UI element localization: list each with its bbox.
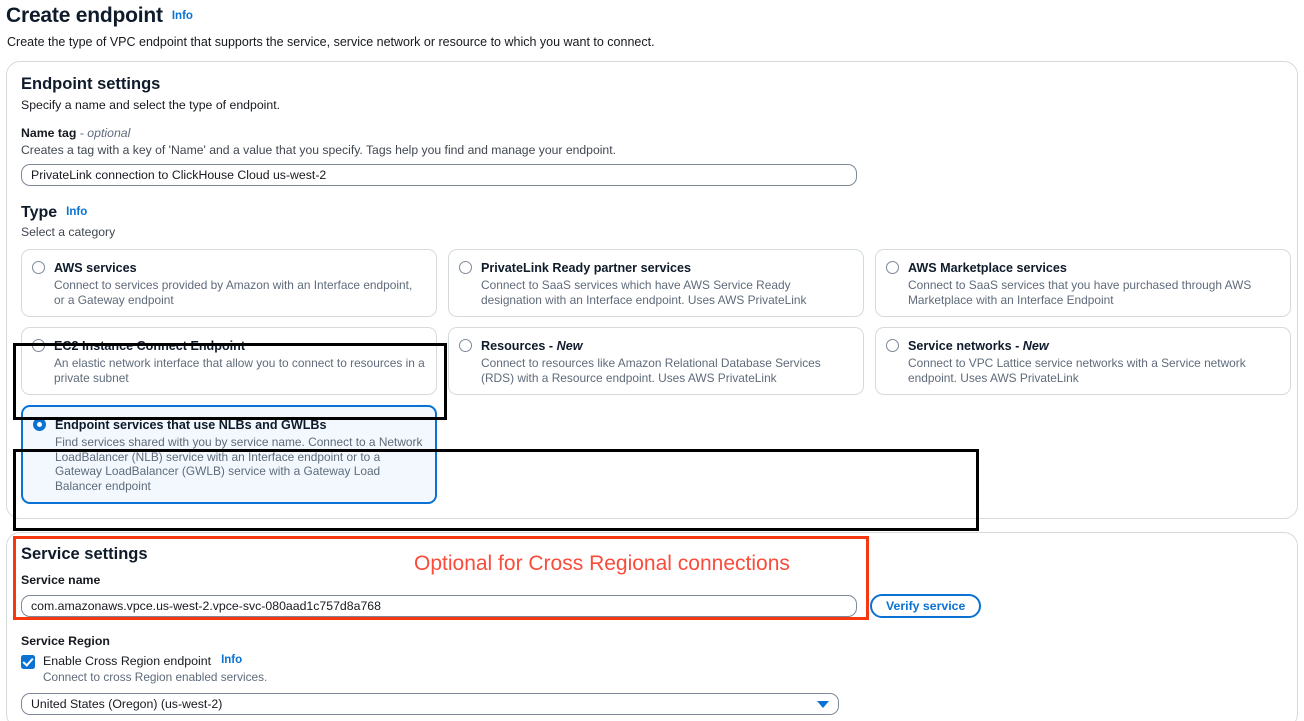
- radio-icon[interactable]: [886, 339, 899, 352]
- enable-cross-region-hint: Connect to cross Region enabled services…: [43, 670, 268, 684]
- type-option-description: Connect to SaaS services that you have p…: [908, 278, 1252, 307]
- type-option-description: Connect to VPC Lattice service networks …: [908, 356, 1246, 385]
- service-name-row: com.amazonaws.vpce.us-west-2.vpce-svc-08…: [21, 594, 1283, 618]
- service-name-input-value: com.amazonaws.vpce.us-west-2.vpce-svc-08…: [31, 599, 381, 613]
- name-tag-optional-text: - optional: [79, 126, 131, 140]
- service-region-select[interactable]: United States (Oregon) (us-west-2): [21, 693, 839, 715]
- radio-icon[interactable]: [459, 339, 472, 352]
- type-option-description: Connect to SaaS services which have AWS …: [481, 278, 807, 307]
- type-option-title: EC2 Instance Connect Endpoint: [54, 339, 246, 353]
- verify-service-button[interactable]: Verify service: [870, 594, 982, 618]
- type-option-ec2-instance-connect-endpoint[interactable]: EC2 Instance Connect Endpoint An elastic…: [21, 327, 437, 395]
- page-title: Create endpoint: [6, 4, 163, 27]
- type-info-link[interactable]: Info: [66, 206, 88, 218]
- type-option-title: PrivateLink Ready partner services: [481, 261, 692, 275]
- radio-icon[interactable]: [32, 261, 45, 274]
- name-tag-input[interactable]: PrivateLink connection to ClickHouse Clo…: [21, 164, 857, 186]
- service-settings-card: Service settings Service name com.amazon…: [6, 532, 1298, 721]
- type-option-description: An elastic network interface that allow …: [54, 356, 425, 385]
- type-option-service-networks[interactable]: Service networks - New Connect to VPC La…: [875, 327, 1291, 395]
- radio-icon-selected[interactable]: [33, 418, 46, 431]
- service-region-group: Service Region Enable Cross Region endpo…: [21, 634, 1283, 715]
- page-description: Create the type of VPC endpoint that sup…: [7, 35, 655, 49]
- enable-cross-region-checkbox[interactable]: [21, 655, 35, 669]
- type-option-title: Resources - New: [481, 339, 583, 353]
- type-option-privatelink-ready-partner-services[interactable]: PrivateLink Ready partner services Conne…: [448, 249, 864, 317]
- name-tag-label-text: Name tag: [21, 126, 77, 140]
- type-option-title: Endpoint services that use NLBs and GWLB…: [55, 418, 327, 432]
- radio-icon[interactable]: [886, 261, 899, 274]
- type-option-title: AWS Marketplace services: [908, 261, 1067, 275]
- service-region-label: Service Region: [21, 634, 110, 648]
- type-option-title: Service networks - New: [908, 339, 1049, 353]
- chevron-down-icon[interactable]: [817, 700, 829, 708]
- type-option-endpoint-services-nlb-gwlb[interactable]: Endpoint services that use NLBs and GWLB…: [21, 405, 437, 504]
- page-header: Create endpoint Info Create the type of V…: [0, 0, 1304, 49]
- type-radio-grid: AWS services Connect to services provide…: [21, 249, 1291, 504]
- service-settings-title: Service settings: [21, 545, 148, 563]
- endpoint-settings-card: Endpoint settings Specify a name and sel…: [6, 61, 1298, 519]
- page-title-info-link[interactable]: Info: [171, 10, 193, 22]
- service-name-label: Service name: [21, 573, 101, 587]
- endpoint-settings-title: Endpoint settings: [21, 75, 161, 93]
- service-name-input[interactable]: com.amazonaws.vpce.us-west-2.vpce-svc-08…: [21, 595, 857, 617]
- type-option-description: Find services shared with you by service…: [55, 435, 423, 493]
- type-label: Type: [21, 204, 58, 221]
- enable-cross-region-info-link[interactable]: Info: [221, 654, 243, 666]
- type-option-aws-services[interactable]: AWS services Connect to services provide…: [21, 249, 437, 317]
- name-tag-hint: Creates a tag with a key of 'Name' and a…: [21, 143, 616, 157]
- type-description: Select a category: [21, 225, 116, 239]
- radio-icon[interactable]: [32, 339, 45, 352]
- enable-cross-region-label: Enable Cross Region endpoint: [43, 654, 212, 668]
- name-tag-label: Name tag - optional: [21, 126, 1283, 140]
- radio-icon[interactable]: [459, 261, 472, 274]
- type-option-aws-marketplace-services[interactable]: AWS Marketplace services Connect to SaaS…: [875, 249, 1291, 317]
- name-tag-input-value: PrivateLink connection to ClickHouse Clo…: [31, 168, 327, 182]
- type-option-description: Connect to services provided by Amazon w…: [54, 278, 413, 307]
- annotation-label-optional-cross-regional: Optional for Cross Regional connections: [414, 552, 790, 575]
- endpoint-settings-description: Specify a name and select the type of en…: [21, 98, 281, 112]
- type-option-description: Connect to resources like Amazon Relatio…: [481, 356, 821, 385]
- service-region-selected-value: United States (Oregon) (us-west-2): [31, 697, 223, 711]
- type-option-title: AWS services: [54, 261, 137, 275]
- type-option-resources[interactable]: Resources - New Connect to resources lik…: [448, 327, 864, 395]
- enable-cross-region-row[interactable]: Enable Cross Region endpoint Info: [21, 654, 1283, 669]
